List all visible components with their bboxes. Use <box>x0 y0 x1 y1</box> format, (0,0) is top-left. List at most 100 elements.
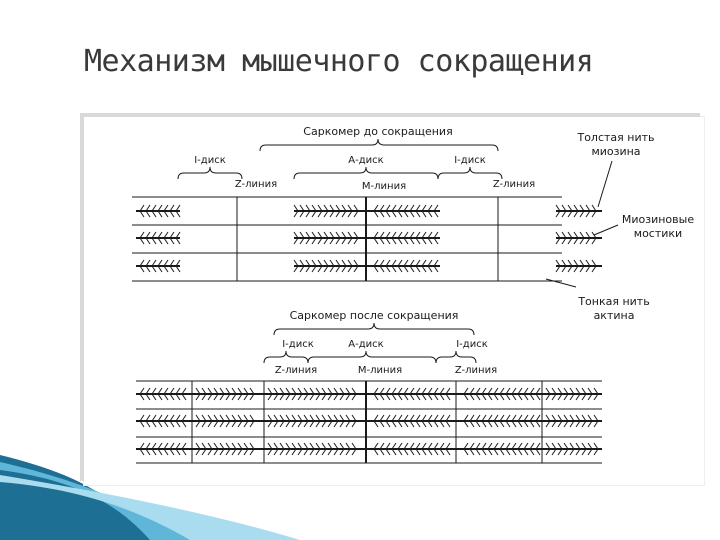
after-bridge-tick <box>545 387 551 395</box>
after-bridge-tick <box>237 420 243 428</box>
before-bridge-tick <box>323 259 329 267</box>
before-bridge-tick <box>163 231 169 239</box>
before-bridge-tick <box>293 265 299 273</box>
before-bridge-tick <box>415 237 421 245</box>
brace-before-i-left <box>177 166 243 180</box>
after-bridge-tick <box>427 442 433 450</box>
after-bridge-tick <box>593 393 599 401</box>
after-bridge-tick <box>151 448 157 456</box>
after-bridge-tick <box>427 420 433 428</box>
after-bridge-tick <box>487 442 493 450</box>
after-bridge-tick <box>569 393 575 401</box>
after-bridge-tick <box>279 393 285 401</box>
before-bridge-tick <box>323 210 329 218</box>
after-bridge-tick <box>231 420 237 428</box>
after-bridge-tick <box>511 448 517 456</box>
before-bridge-tick <box>175 210 181 218</box>
before-bridge-tick <box>385 237 391 245</box>
after-right-disk-label: I-диск <box>456 339 488 350</box>
after-bridge-tick <box>421 448 427 456</box>
before-bridge-tick <box>317 265 323 273</box>
after-bridge-tick <box>551 393 557 401</box>
after-bridge-tick <box>339 387 345 395</box>
after-bridge-tick <box>403 414 409 422</box>
brace-before-sarcomere <box>259 138 499 152</box>
after-bridge-tick <box>563 414 569 422</box>
before-bridge-tick <box>305 210 311 218</box>
before-bridge-tick <box>585 259 591 267</box>
before-bridge-tick <box>591 259 597 267</box>
after-bridge-tick <box>339 414 345 422</box>
before-bridge-tick <box>157 265 163 273</box>
after-bridge-tick <box>351 448 357 456</box>
before-bridge-tick <box>373 259 379 267</box>
after-bridge-tick <box>237 448 243 456</box>
after-bridge-tick <box>385 393 391 401</box>
after-bridge-tick <box>297 420 303 428</box>
before-bridge-tick <box>157 231 163 239</box>
after-bridge-tick <box>333 420 339 428</box>
after-bridge-tick <box>243 414 249 422</box>
before-bridge-tick <box>415 204 421 212</box>
after-bridge-tick <box>267 442 273 450</box>
before-bridge-tick <box>299 231 305 239</box>
after-m-line-label: М-линия <box>358 365 402 376</box>
after-bridge-tick <box>273 448 279 456</box>
after-bridge-tick <box>587 393 593 401</box>
before-bridge-tick <box>169 210 175 218</box>
after-bridge-tick <box>345 393 351 401</box>
after-bridge-tick <box>273 442 279 450</box>
after-bridge-tick <box>309 393 315 401</box>
before-bridge-tick <box>403 265 409 273</box>
after-bridge-tick <box>225 414 231 422</box>
before-bridge-tick <box>415 265 421 273</box>
after-bridge-tick <box>593 387 599 395</box>
after-bridge-tick <box>285 420 291 428</box>
before-bridge-tick <box>421 237 427 245</box>
callout-thin-line2: актина <box>594 309 635 322</box>
before-bridge-tick <box>567 237 573 245</box>
after-bridge-tick <box>563 448 569 456</box>
before-bridge-tick <box>555 231 561 239</box>
brace-after-i-left <box>263 350 309 364</box>
after-bridge-tick <box>231 448 237 456</box>
before-bridge-tick <box>347 204 353 212</box>
after-bridge-tick <box>385 414 391 422</box>
before-bridge-tick <box>555 204 561 212</box>
before-bridge-tick <box>329 237 335 245</box>
before-bridge-tick <box>341 204 347 212</box>
after-bridge-tick <box>327 387 333 395</box>
after-bridge-tick <box>151 387 157 395</box>
before-bridge-tick <box>347 237 353 245</box>
after-bridge-tick <box>397 387 403 395</box>
after-bridge-tick <box>481 414 487 422</box>
after-bridge-tick <box>433 442 439 450</box>
before-bridge-tick <box>353 231 359 239</box>
after-bridge-tick <box>469 420 475 428</box>
after-bridge-tick <box>231 442 237 450</box>
before-bridge-tick <box>335 259 341 267</box>
after-bridge-tick <box>243 442 249 450</box>
before-bridge-tick <box>379 204 385 212</box>
before-bridge-tick <box>567 204 573 212</box>
before-bridge-tick <box>145 231 151 239</box>
before-bridge-tick <box>151 237 157 245</box>
callout-thick-leader <box>597 160 613 208</box>
before-bridge-tick <box>385 204 391 212</box>
after-bridge-tick <box>273 420 279 428</box>
after-bridge-tick <box>169 414 175 422</box>
before-bridge-tick <box>433 204 439 212</box>
before-bridge-tick <box>175 231 181 239</box>
after-bridge-tick <box>575 448 581 456</box>
after-bridge-tick <box>563 420 569 428</box>
after-bridge-tick <box>487 387 493 395</box>
before-bridge-tick <box>385 265 391 273</box>
after-bridge-tick <box>499 448 505 456</box>
before-bridge-tick <box>169 237 175 245</box>
before-bridge-tick <box>415 231 421 239</box>
before-bridge-tick <box>567 231 573 239</box>
after-bridge-tick <box>157 387 163 395</box>
before-bridge-tick <box>139 265 145 273</box>
after-bridge-tick <box>587 387 593 395</box>
after-bridge-tick <box>517 420 523 428</box>
